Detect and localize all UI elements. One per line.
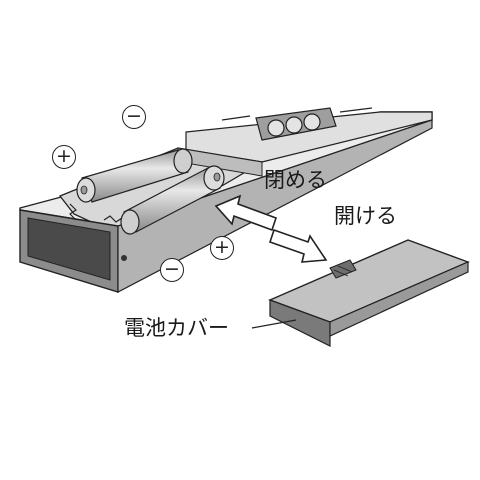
remote-body-side bbox=[117, 119, 433, 293]
minus-symbol-top: − bbox=[122, 105, 146, 129]
arrow-open-icon bbox=[268, 228, 328, 263]
remote-button bbox=[303, 113, 321, 131]
battery-cover-label: 電池カバー bbox=[124, 316, 229, 340]
front-opening bbox=[27, 217, 111, 281]
plus-symbol-left: + bbox=[52, 145, 76, 169]
remote-button bbox=[285, 116, 303, 134]
battery-front bbox=[120, 165, 225, 235]
minus-symbol-bottom: − bbox=[160, 258, 184, 282]
cover-leader-line bbox=[251, 319, 297, 329]
close-label: 閉める bbox=[264, 168, 327, 192]
battery-cover bbox=[268, 239, 470, 347]
remote-button bbox=[267, 119, 285, 137]
battery-rear bbox=[76, 148, 193, 203]
plus-symbol-bottom: + bbox=[210, 236, 234, 260]
side-screw bbox=[121, 255, 127, 261]
spring-contact bbox=[69, 203, 123, 223]
open-label: 開ける bbox=[334, 204, 397, 228]
cover-latch bbox=[329, 259, 357, 279]
arrow-close-icon bbox=[214, 194, 278, 232]
